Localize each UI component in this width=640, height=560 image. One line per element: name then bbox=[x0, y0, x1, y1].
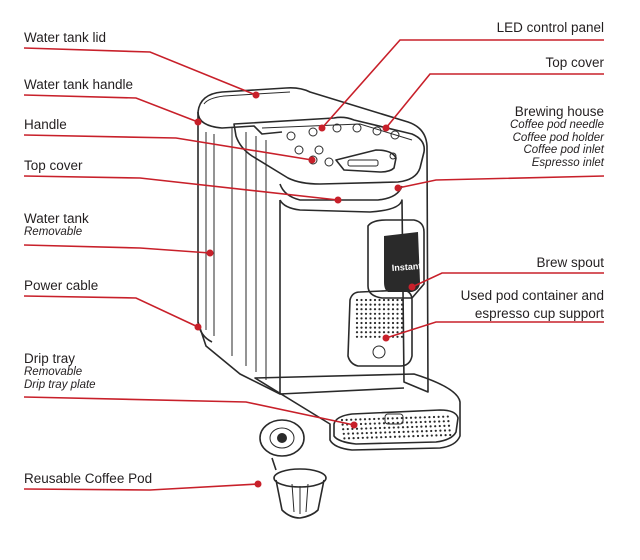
control-buttons bbox=[286, 123, 400, 167]
label-brew-spout: Brew spout bbox=[536, 255, 604, 270]
label-reusable-pod: Reusable Coffee Pod bbox=[24, 471, 153, 486]
reusable-pod-illustration bbox=[259, 419, 327, 519]
label-used-pod-container: Used pod container and espresso cup supp… bbox=[461, 288, 604, 321]
label-top-cover-left: Top cover bbox=[24, 158, 83, 173]
label-brewing-sub1: Coffee pod needle bbox=[510, 119, 604, 131]
label-drip-tray-title: Drip tray bbox=[24, 351, 76, 366]
label-brewing-house-title: Brewing house bbox=[514, 104, 604, 119]
drip-tray-illustration bbox=[254, 373, 461, 451]
machine-body: Instant bbox=[197, 87, 429, 395]
label-brewing-sub2: Coffee pod holder bbox=[512, 131, 604, 144]
label-water-tank-sub: Removable bbox=[24, 226, 83, 238]
brand-logo: Instant bbox=[391, 261, 421, 273]
label-brewing-sub3: Coffee pod inlet bbox=[523, 144, 604, 156]
label-drip-tray-sub2: Drip tray plate bbox=[24, 378, 96, 391]
label-brewing-sub4: Espresso inlet bbox=[531, 156, 604, 169]
label-power-cable: Power cable bbox=[24, 278, 99, 293]
label-drip-tray: Drip tray Removable Drip tray plate bbox=[24, 351, 96, 391]
brew-spout-illustration: Instant bbox=[367, 219, 425, 299]
label-used-pod-line1: Used pod container and bbox=[460, 288, 604, 303]
label-water-tank-handle: Water tank handle bbox=[24, 77, 134, 92]
label-brewing-house: Brewing house Coffee pod needle Coffee p… bbox=[510, 104, 604, 169]
label-used-pod-line2: espresso cup support bbox=[474, 306, 604, 321]
label-drip-tray-sub1: Removable bbox=[24, 366, 83, 378]
leader-lines bbox=[23, 39, 605, 491]
drip-tray-plate-holes bbox=[340, 415, 452, 440]
label-handle: Handle bbox=[24, 117, 67, 132]
label-water-tank-title: Water tank bbox=[24, 211, 89, 226]
label-water-tank: Water tank Removable bbox=[24, 211, 89, 239]
used-pod-container-illustration bbox=[347, 289, 413, 367]
label-top-cover-right: Top cover bbox=[545, 55, 604, 70]
label-led-panel: LED control panel bbox=[496, 20, 604, 35]
label-water-tank-lid: Water tank lid bbox=[24, 30, 107, 45]
